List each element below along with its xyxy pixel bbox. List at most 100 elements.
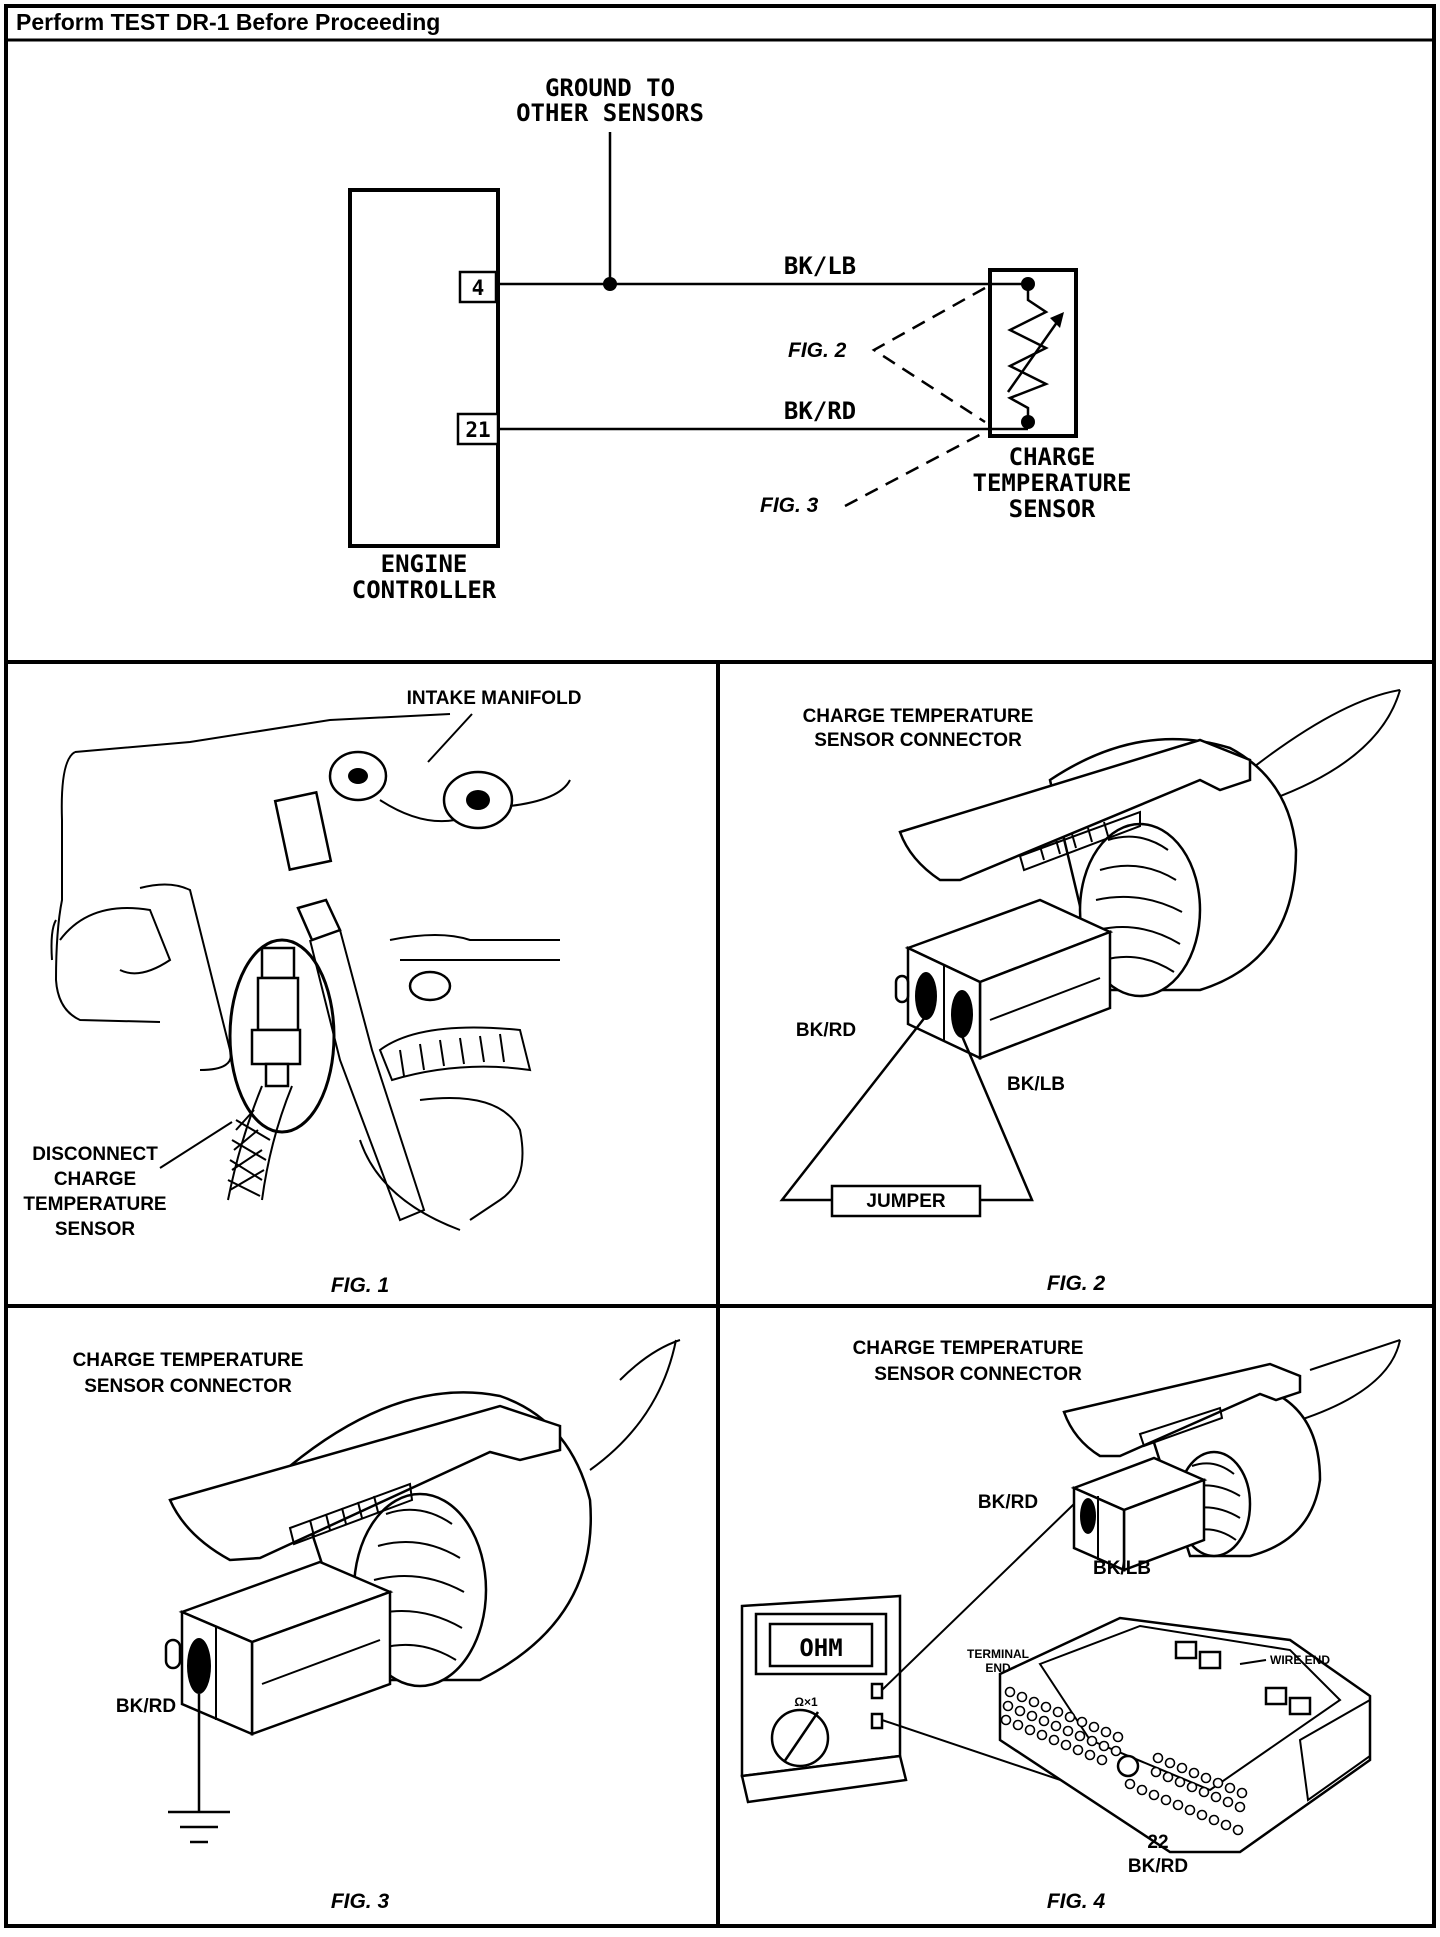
- fig1-engine-outline-left: [54, 751, 161, 1023]
- fig3-title-line2: SENSOR CONNECTOR: [84, 1376, 292, 1397]
- fig4-probe-wire-connector: [881, 1503, 1075, 1691]
- fig4-terminal-row-1: [1004, 1686, 1248, 1799]
- ground-label-line1: GROUND TO: [545, 74, 675, 102]
- fig4-title-line1: CHARGE TEMPERATURE: [853, 1338, 1084, 1359]
- wire-label-bk-lb: BK/LB: [784, 252, 856, 280]
- fig2-lead-wire-1: [1249, 689, 1401, 771]
- fig1-engine-shadow: [50, 919, 57, 961]
- fig4-label-bkrd: BK/RD: [978, 1492, 1038, 1513]
- fig4-panel: CHARGE TEMPERATURE SENSOR CONNECTOR BK/R…: [740, 1338, 1401, 1913]
- fig4-terminal-row-2: [1002, 1700, 1246, 1813]
- fig4-label-bklb: BK/LB: [1093, 1558, 1151, 1579]
- splice-dot: [603, 277, 617, 291]
- fig4-meter-jack-1[interactable]: [870, 1682, 884, 1700]
- engine-controller-box: [348, 188, 500, 548]
- fig3-latch: [168, 1404, 562, 1562]
- fig4-terminal-end-line2: END: [985, 1661, 1011, 1675]
- fig3-title-line1: CHARGE TEMPERATURE: [73, 1350, 304, 1371]
- fig1-manifold-edge: [509, 779, 571, 807]
- fig2-label-bklb: BK/LB: [1007, 1074, 1065, 1095]
- fig1-bolt-hole-1: [348, 768, 368, 784]
- fig2-latch-slot: [1018, 810, 1141, 872]
- pin-21-label: 21: [465, 418, 490, 442]
- wiring-schematic: GROUND TO OTHER SENSORS 4 21 BK/LB BK/RD…: [348, 74, 1132, 604]
- fig3-leader: [844, 430, 986, 508]
- fig2-jumper-box: [830, 1184, 982, 1218]
- fig1-sensor-connector: [250, 1028, 302, 1066]
- fig2-cavity-bklb: [951, 990, 973, 1038]
- fig1-bracket-arm: [273, 790, 333, 872]
- fig4-pin-number: 22: [1147, 1832, 1168, 1853]
- fig4-cavity-bkrd: [1080, 1498, 1096, 1534]
- thermistor-arrow-head: [1050, 312, 1064, 328]
- fig1-hose-rib-3: [439, 1039, 445, 1067]
- fig4-meter-display-text: OHM: [799, 1634, 842, 1662]
- fig1-disconnect-leader: [159, 1121, 233, 1169]
- fig2-key: [894, 974, 910, 1004]
- fig4-lead-wire-2: [1299, 1339, 1401, 1421]
- fig1-sensor-hex: [260, 946, 296, 980]
- fig2-leader: [871, 286, 986, 424]
- sensor-label-line1: CHARGE: [1009, 443, 1096, 471]
- fig1-hose-rib-6: [499, 1033, 505, 1063]
- fig4-terminal-row-3: [1000, 1714, 1244, 1836]
- ref-fig2: FIG. 2: [788, 339, 847, 362]
- fig4-terminal-end-line1: TERMINAL: [967, 1647, 1029, 1661]
- sensor-label-line3: SENSOR: [1009, 495, 1096, 523]
- fig3-lead-wire-2: [589, 1339, 677, 1471]
- fig3-latch-slot: [288, 1482, 414, 1546]
- fig2-rail-line: [989, 977, 1101, 1021]
- fig4-lock-tab-3: [1264, 1686, 1288, 1706]
- fig4-pin-wire: BK/RD: [1128, 1856, 1188, 1877]
- fig1-harness-left: [227, 1085, 263, 1201]
- fig4-meter-base: [740, 1754, 908, 1804]
- fig2-jumper-wire-left: [779, 1015, 927, 1202]
- fig4-lock-tab-2: [1198, 1650, 1222, 1670]
- fig1-panel: INTAKE MANIFOLD: [23, 688, 581, 1297]
- fig3-label-bkrd: BK/RD: [116, 1696, 176, 1717]
- fig1-disconnect-line1: DISCONNECT: [32, 1144, 158, 1165]
- fig2-seal-ribs: [1095, 835, 1183, 973]
- fig4-lock-tab-4: [1288, 1696, 1312, 1716]
- fig4-meter-selector-pointer: [782, 1711, 820, 1763]
- fig1-caption: FIG. 1: [331, 1274, 389, 1297]
- fig1-housing: [59, 907, 172, 975]
- fig1-nut: [296, 898, 342, 942]
- sensor-label-line2: TEMPERATURE: [973, 469, 1132, 497]
- sensor-box: [988, 268, 1078, 438]
- fig1-hose-rib-1: [399, 1049, 405, 1077]
- fig2-cavity-bkrd: [915, 972, 937, 1020]
- fig1-intake-label: INTAKE MANIFOLD: [407, 688, 582, 709]
- fig1-hose-rib-2: [419, 1043, 425, 1071]
- fig1-fitting: [408, 970, 452, 1002]
- fig1-sensor-body: [256, 976, 300, 1032]
- fig3-cavity-bkrd: [187, 1638, 211, 1694]
- fig1-disconnect-line2: CHARGE: [54, 1169, 136, 1190]
- fig1-hose-rib-4: [459, 1037, 465, 1065]
- fig1-disconnect-line4: SENSOR: [55, 1219, 136, 1240]
- fig4-latch: [1062, 1362, 1302, 1458]
- fig3-panel: CHARGE TEMPERATURE SENSOR CONNECTOR BK/R…: [73, 1339, 681, 1913]
- fig1-bracket: [139, 883, 232, 1071]
- controller-label-line1: ENGINE: [381, 550, 468, 578]
- fig4-controller-connector-end: [1298, 1698, 1371, 1802]
- fig1-engine-outline-top: [74, 713, 451, 753]
- fig1-hose-rib-5: [479, 1035, 485, 1063]
- fig2-jumper-label: JUMPER: [866, 1191, 945, 1212]
- fig2-title-line1: CHARGE TEMPERATURE: [803, 706, 1034, 727]
- fig2-latch-slot-ticks: [1039, 821, 1109, 861]
- fig4-meter-range-label[interactable]: Ω×1: [794, 1695, 818, 1709]
- fig1-harness-braid: [227, 1109, 271, 1197]
- header-title: Perform TEST DR-1 Before Proceeding: [16, 9, 440, 35]
- pin-4-label: 4: [472, 276, 485, 300]
- fig2-latch: [898, 738, 1252, 882]
- fig2-lead-wire-2: [1269, 689, 1401, 801]
- frame: [4, 4, 1436, 1928]
- fig1-disconnect-line3: TEMPERATURE: [23, 1194, 166, 1215]
- wire-label-bk-rd: BK/RD: [784, 397, 856, 425]
- fig1-sensor-highlight: [228, 938, 336, 1134]
- fig4-meter-jack-2[interactable]: [870, 1712, 884, 1730]
- fig4-title-line2: SENSOR CONNECTOR: [874, 1364, 1082, 1385]
- fig1-lower-casting: [419, 1097, 524, 1221]
